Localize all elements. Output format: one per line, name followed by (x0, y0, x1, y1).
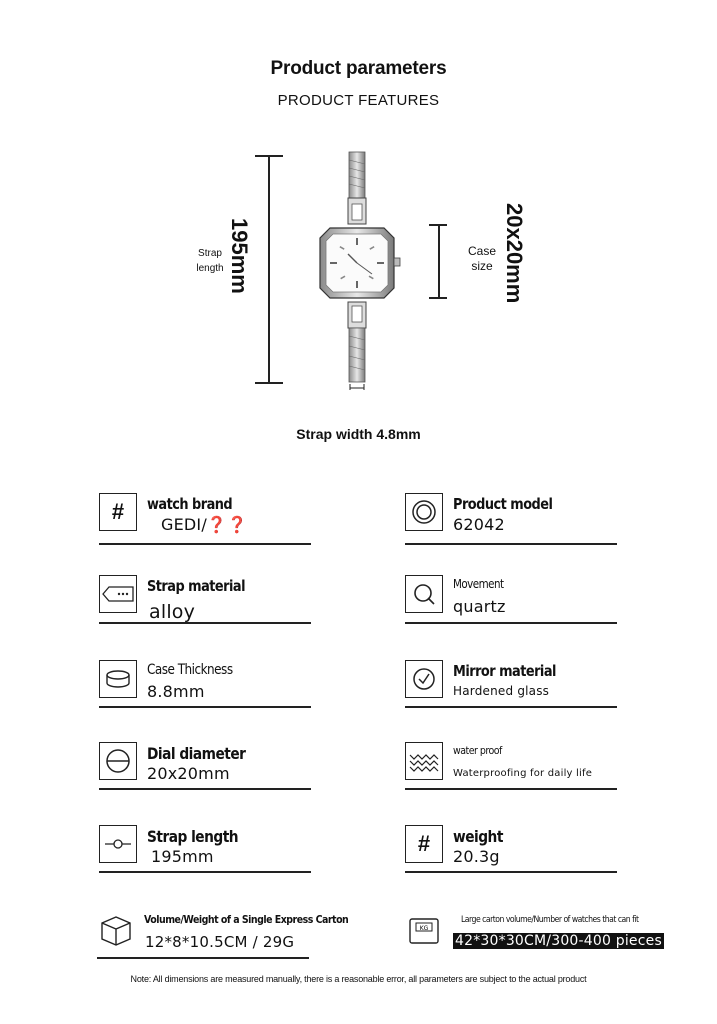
param-value: Hardened glass (453, 684, 550, 698)
hash-icon: # (99, 493, 137, 531)
svg-text:KG: KG (420, 925, 429, 932)
case-size-dim-bottom-tick (429, 297, 447, 299)
param-label: Dial diameter (147, 744, 246, 763)
param-label: Movement (453, 577, 504, 591)
case-size-dim-text: 20x20mm (502, 203, 527, 304)
param-carton-single: Volume/Weight of a Single Express Carton… (97, 911, 349, 971)
strap-length-label-line1: Strap (198, 248, 222, 259)
case-size-label: Case size (462, 244, 502, 274)
strap-length-dim-line (268, 155, 270, 383)
magnifier-q-icon (405, 575, 443, 613)
param-value: 62042 (453, 515, 505, 534)
param-value: 8.8mm (147, 682, 205, 701)
param-value: 20x20mm (147, 764, 230, 783)
param-underline (99, 706, 311, 708)
param-underline (405, 706, 617, 708)
strap-icon (99, 575, 137, 613)
param-underline (99, 788, 311, 790)
water-waves-icon (405, 742, 443, 780)
param-label: Strap length (147, 827, 239, 846)
case-size-dim-line (438, 224, 440, 298)
param-value: GEDI/❓❓ (161, 515, 248, 534)
page-subtitle: PRODUCT FEATURES (277, 92, 440, 109)
param-underline (99, 871, 311, 873)
param-underline (99, 543, 311, 545)
param-dial-diameter: Dial diameter 20x20mm (99, 742, 311, 802)
param-value: 12*8*10.5CM / 29G (145, 933, 295, 951)
param-carton-large: KG Large carton volume/Number of watches… (405, 911, 664, 971)
param-label: Strap material (147, 577, 246, 595)
param-underline (405, 622, 617, 624)
strap-length-label-line2: length (196, 263, 224, 274)
param-underline (405, 543, 617, 545)
param-label: Large carton volume/Number of watches th… (461, 915, 639, 925)
param-underline (97, 957, 309, 959)
param-water-proof: water proof Waterproofing for daily life (405, 742, 617, 802)
param-product-model: Product model 62042 (405, 493, 617, 553)
strap-width-text: Strap width 4.8mm (296, 426, 421, 442)
check-circle-icon (405, 660, 443, 698)
param-label: water proof (453, 744, 502, 757)
param-value: 20.3g (453, 847, 500, 866)
concentric-circle-icon (405, 493, 443, 531)
param-label: Mirror material (453, 662, 556, 680)
param-underline (405, 788, 617, 790)
param-label: watch brand (147, 495, 233, 513)
param-label: Product model (453, 495, 553, 513)
param-value: 195mm (151, 847, 214, 866)
param-case-thickness: Case Thickness 8.8mm (99, 660, 311, 720)
thickness-icon (99, 660, 137, 698)
param-value: alloy (149, 601, 196, 623)
page-title: Product parameters (270, 58, 447, 79)
param-weight: # weight 20.3g (405, 825, 617, 885)
watch-illustration (319, 151, 401, 390)
param-watch-brand: # watch brand GEDI/❓❓ (99, 493, 311, 553)
case-size-label-line2: size (471, 259, 493, 273)
strap-length-icon (99, 825, 137, 863)
footer-note: Note: All dimensions are measured manual… (130, 974, 587, 984)
param-strap-length: Strap length 195mm (99, 825, 311, 885)
param-label: Case Thickness (147, 662, 233, 678)
strap-length-dim-bottom-tick (255, 382, 283, 384)
param-movement: Movement quartz (405, 575, 617, 635)
dial-icon (99, 742, 137, 780)
param-underline (99, 622, 311, 624)
param-mirror-material: Mirror material Hardened glass (405, 660, 617, 720)
param-label: weight (453, 827, 503, 846)
kg-scale-icon: KG (405, 911, 443, 949)
param-value: Waterproofing for daily life (453, 768, 593, 779)
param-strap-material: Strap material alloy (99, 575, 311, 635)
strap-length-label: Strap length (190, 246, 230, 276)
param-underline (405, 871, 617, 873)
box-icon (97, 911, 135, 949)
param-label: Volume/Weight of a Single Express Carton (144, 913, 349, 926)
param-value: 42*30*30CM/300-400 pieces (453, 933, 664, 949)
param-value: quartz (453, 597, 506, 616)
hash-icon: # (405, 825, 443, 863)
case-size-label-line1: Case (467, 244, 496, 258)
